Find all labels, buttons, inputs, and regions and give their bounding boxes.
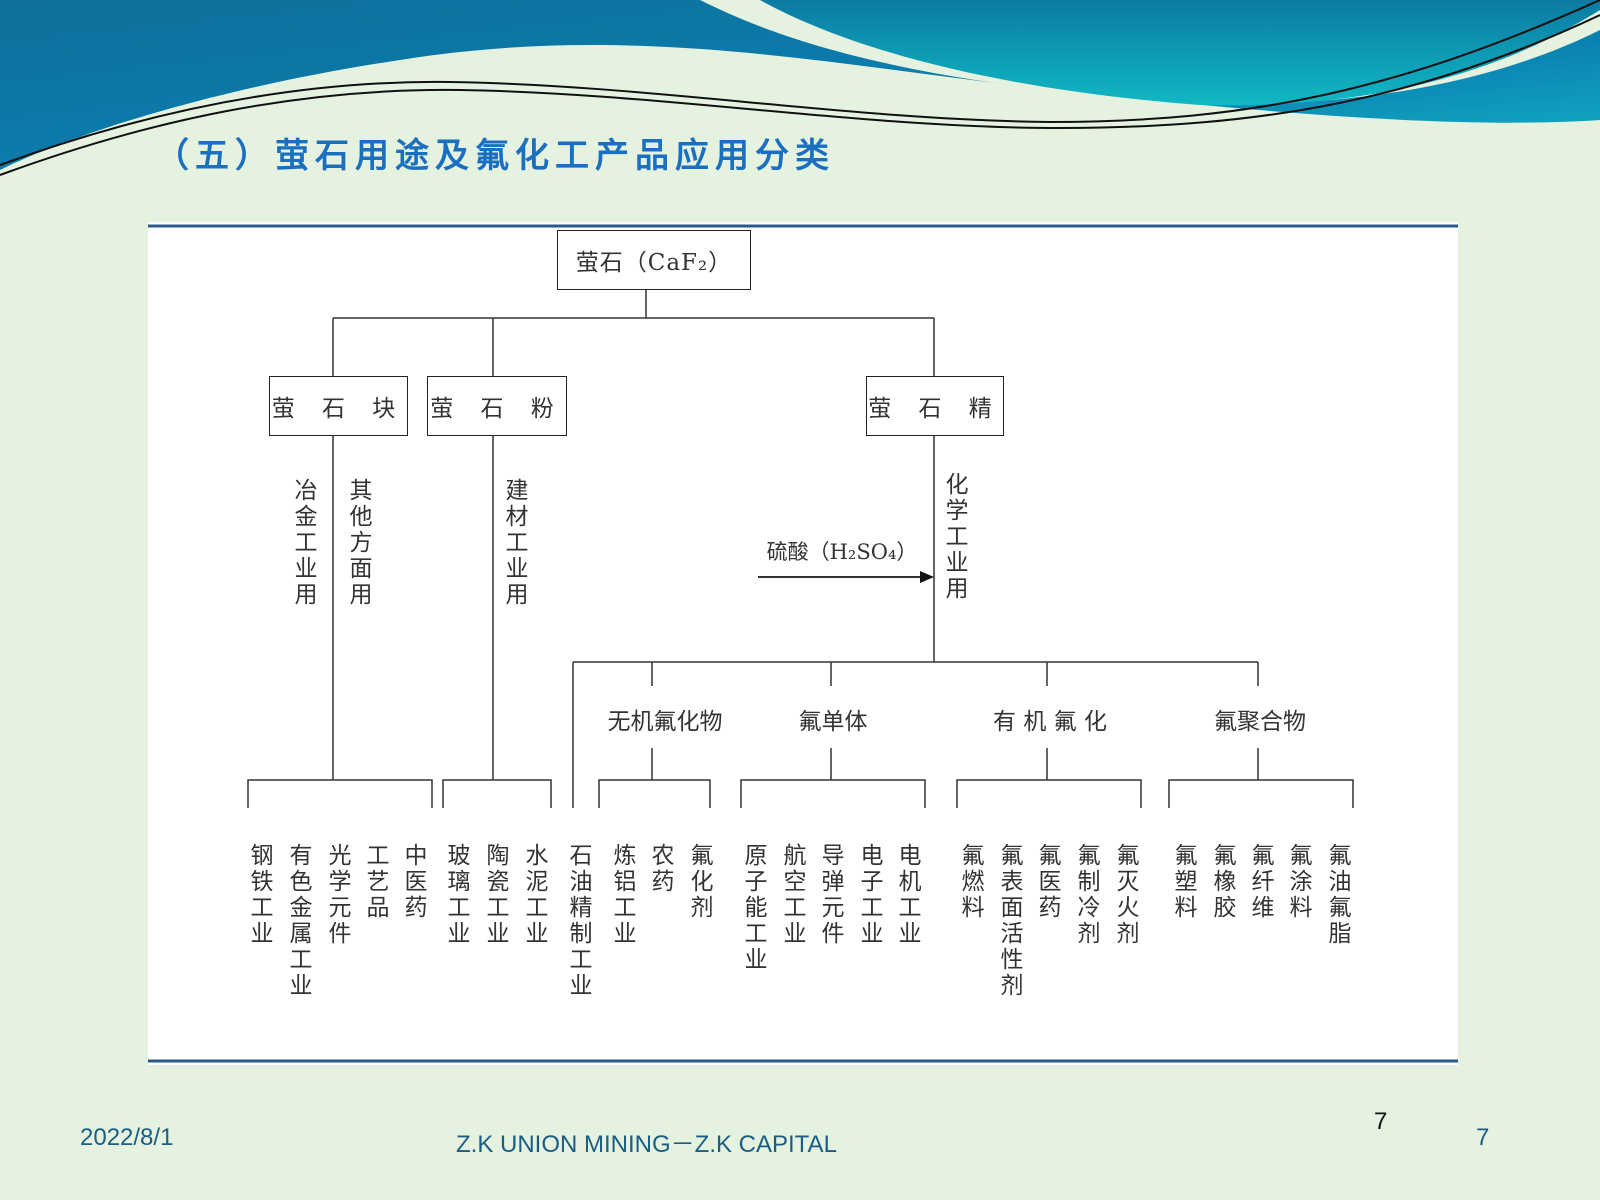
leaf-node: 水泥工业 — [525, 843, 549, 947]
leaf-node: 电机工业 — [898, 843, 922, 947]
category-label: 无机氟化物 — [607, 709, 723, 735]
category-label: 有 机 氟 化 — [993, 709, 1107, 735]
diagram-frame — [148, 222, 1458, 1065]
leaf-node: 光学元件 — [328, 843, 352, 947]
header-wave-decoration — [0, 0, 1600, 176]
leaf-node: 陶瓷工业 — [486, 843, 510, 947]
leaf-node: 玻璃工业 — [447, 843, 471, 947]
node-fluorite-lump: 萤 石 块 — [269, 376, 408, 436]
arrow-head-icon — [920, 571, 934, 583]
leaf-node: 氟纤维 — [1251, 843, 1275, 921]
leaf-node: 电子工业 — [860, 843, 884, 947]
leaf-node: 炼铝工业 — [613, 843, 637, 947]
leaf-node: 钢铁工业 — [250, 843, 274, 947]
category-label: 氟单体 — [798, 709, 868, 735]
leaf-node: 氟塑料 — [1174, 843, 1198, 921]
root-node: 萤石（CaF₂） — [557, 230, 751, 290]
leaf-node: 氟医药 — [1038, 843, 1062, 921]
category-label: 氟聚合物 — [1214, 709, 1306, 735]
node-fluorite-concentrate: 萤 石 精 — [866, 376, 1004, 436]
use-label: 其他方面用 — [349, 478, 373, 608]
node-fluorite-powder: 萤 石 粉 — [427, 376, 567, 436]
leaf-node: 导弹元件 — [821, 843, 845, 947]
leaf-node: 航空工业 — [783, 843, 807, 947]
leaf-node: 中医药 — [404, 843, 428, 921]
leaf-node: 氟灭火剂 — [1116, 843, 1140, 947]
footer-company: Z.K UNION MINING－Z.K CAPITAL — [456, 1131, 837, 1158]
slide-title: （五）萤石用途及氟化工产品应用分类 — [155, 136, 835, 176]
reagent-label: 硫酸（H₂SO₄） — [766, 540, 918, 564]
leaf-node: 氟表面活性剂 — [1000, 843, 1024, 999]
leaf-node: 农药 — [651, 843, 675, 895]
leaf-node: 原子能工业 — [744, 843, 768, 973]
leaf-node: 氟橡胶 — [1213, 843, 1237, 921]
use-label: 建材工业用 — [505, 478, 529, 608]
footer-page-number: 7 — [1476, 1124, 1490, 1151]
leaf-node: 氟化剂 — [690, 843, 714, 921]
leaf-node: 氟涂料 — [1289, 843, 1313, 921]
leaf-node: 氟油氟脂 — [1328, 843, 1352, 947]
use-label: 化学工业用 — [945, 472, 969, 602]
use-label: 冶金工业用 — [294, 478, 318, 608]
leaf-node: 氟燃料 — [961, 843, 985, 921]
leaf-node: 有色金属工业 — [289, 843, 313, 999]
inner-page-number: 7 — [1374, 1108, 1388, 1135]
leaf-node: 石油精制工业 — [569, 843, 593, 999]
leaf-node: 工艺品 — [366, 843, 390, 921]
footer-date: 2022/8/1 — [80, 1124, 174, 1151]
leaf-node: 氟制冷剂 — [1077, 843, 1101, 947]
